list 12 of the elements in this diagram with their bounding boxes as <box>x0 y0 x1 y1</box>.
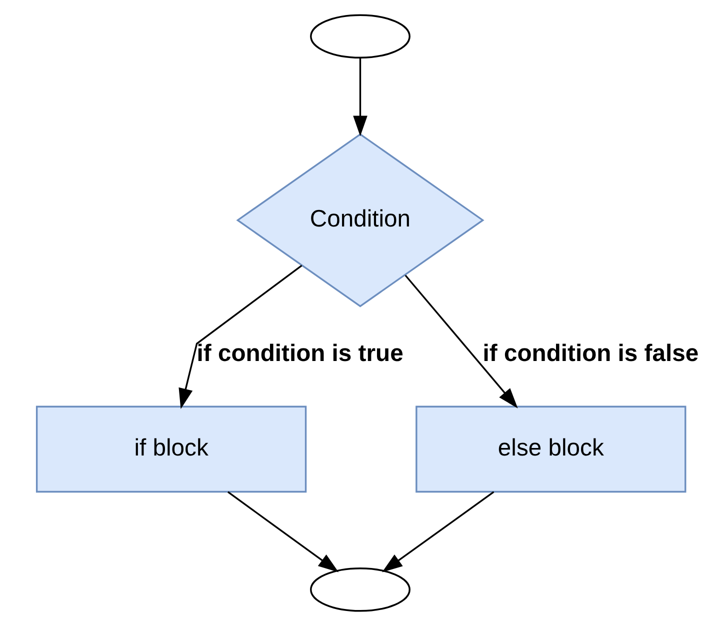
node-circle <box>310 568 410 612</box>
arrow <box>226 491 338 572</box>
node-circle <box>310 14 410 58</box>
arrow <box>352 58 367 136</box>
arrow <box>404 274 518 408</box>
edge-label: if condition is true <box>196 340 403 368</box>
node-box: if block <box>35 406 306 493</box>
arrow <box>178 264 302 409</box>
edge-label: if condition is false <box>482 340 698 368</box>
node-diamond: Condition <box>236 133 484 308</box>
node-box: else block <box>415 406 686 493</box>
arrow <box>382 491 494 572</box>
